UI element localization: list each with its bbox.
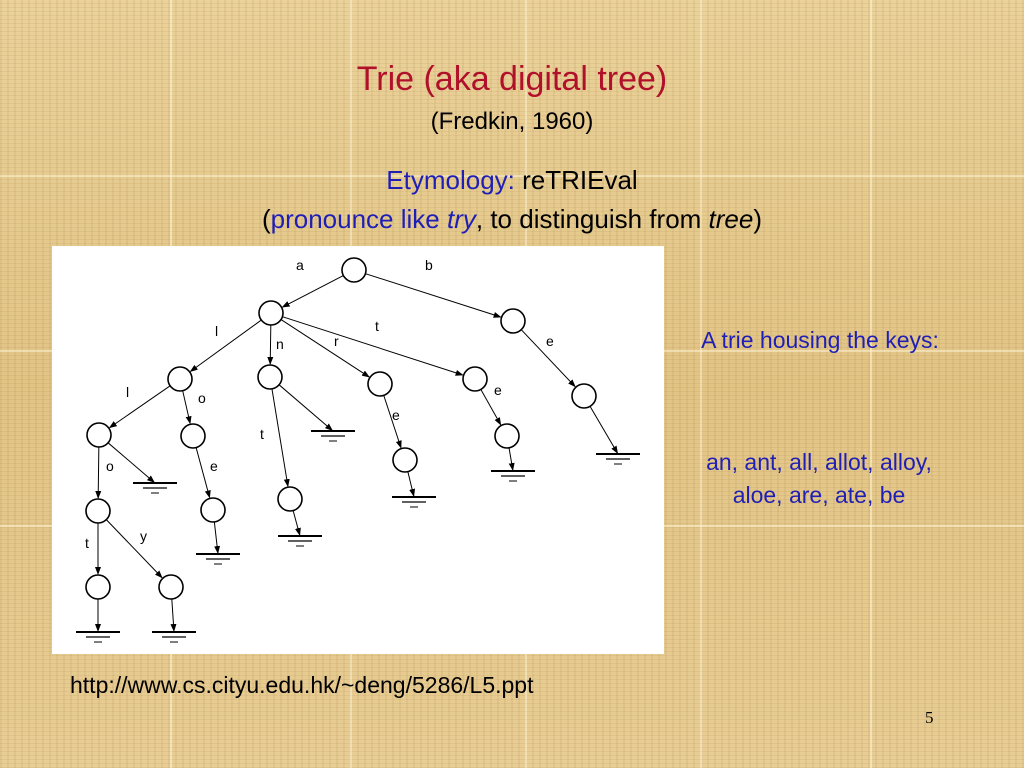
pronounce-open: ( bbox=[261, 204, 271, 234]
background-stripe bbox=[870, 0, 872, 768]
edge-label-n: n bbox=[276, 336, 284, 352]
trie-edge bbox=[365, 273, 502, 318]
trie-node bbox=[277, 486, 303, 512]
trie-edge bbox=[281, 275, 344, 308]
pronounce-middle: , to distinguish from bbox=[475, 204, 702, 234]
trie-edge bbox=[383, 395, 402, 449]
edge-label-o: o bbox=[198, 390, 206, 406]
trie-edges bbox=[95, 273, 618, 633]
trie-node bbox=[258, 300, 284, 326]
trie-svg: a b l n r t e l o t e e o e t y bbox=[76, 257, 640, 643]
trie-edge-labels: a b l n r t e l o t e e o e t y bbox=[85, 257, 554, 551]
trie-edge-to-terminator bbox=[213, 521, 221, 555]
trie-node bbox=[341, 257, 367, 283]
trie-caption: A trie housing the keys: bbox=[701, 327, 939, 353]
trie-edge bbox=[282, 316, 464, 376]
etymology-word: reTRIEval bbox=[522, 165, 638, 195]
trie-edge bbox=[195, 447, 211, 499]
trie-edge bbox=[189, 319, 262, 372]
edge-label-l: l bbox=[215, 323, 218, 339]
trie-edge bbox=[520, 329, 576, 388]
trie-edge-to-terminator bbox=[170, 598, 177, 633]
trie-edge-to-terminator bbox=[407, 471, 416, 498]
edge-label-t: t bbox=[375, 318, 379, 334]
trie-edge bbox=[182, 390, 192, 425]
trie-edge-to-terminator bbox=[292, 510, 301, 537]
edge-label-a: a bbox=[296, 257, 304, 273]
pronounce-tree: tree bbox=[708, 204, 754, 234]
trie-nodes bbox=[85, 257, 597, 600]
background-stripe bbox=[700, 0, 702, 768]
trie-node bbox=[158, 574, 184, 600]
pronounce-try: try bbox=[446, 204, 476, 234]
trie-node bbox=[85, 498, 111, 524]
trie-node bbox=[500, 308, 526, 334]
trie-node bbox=[85, 574, 111, 600]
edge-label-y: y bbox=[140, 528, 147, 544]
edge-label-e: e bbox=[392, 407, 400, 423]
edge-label-t: t bbox=[260, 426, 264, 442]
etymology-label: Etymology: bbox=[386, 165, 515, 195]
trie-edge bbox=[267, 324, 274, 366]
trie-edge bbox=[480, 389, 502, 426]
trie-node bbox=[257, 364, 283, 390]
slide-subtitle: (Fredkin, 1960) bbox=[430, 108, 594, 135]
trie-edge-to-terminator bbox=[508, 447, 515, 471]
pronounce-label: pronounce like bbox=[270, 204, 440, 234]
background-stripe bbox=[0, 175, 1024, 177]
trie-edge bbox=[105, 519, 163, 579]
trie-node bbox=[200, 497, 226, 523]
edge-label-e: e bbox=[546, 333, 554, 349]
trie-node bbox=[180, 423, 206, 449]
pronounce-line: (pronounce like try, to distinguish from… bbox=[0, 204, 1024, 235]
edge-label-e: e bbox=[210, 458, 218, 474]
trie-node bbox=[392, 447, 418, 473]
trie-diagram: a b l n r t e l o t e e o e t y bbox=[52, 246, 664, 654]
trie-keys: an, ant, all, allot, alloy, aloe, are, a… bbox=[706, 449, 932, 508]
slide-title: Trie (aka digital tree) bbox=[356, 60, 668, 98]
trie-edge-to-terminator bbox=[278, 384, 334, 432]
trie-node bbox=[167, 366, 193, 392]
edge-label-r: r bbox=[334, 333, 339, 349]
pronounce-close: ) bbox=[753, 204, 763, 234]
edge-label-o: o bbox=[106, 458, 114, 474]
trie-terminators bbox=[76, 430, 640, 643]
edge-label-e: e bbox=[494, 382, 502, 398]
trie-edge bbox=[271, 388, 290, 488]
trie-edge-to-terminator bbox=[107, 442, 156, 484]
trie-node bbox=[571, 383, 597, 409]
trie-node bbox=[367, 371, 393, 397]
trie-edge bbox=[95, 446, 102, 500]
etymology-line: Etymology: reTRIEval bbox=[0, 165, 1024, 196]
trie-node bbox=[462, 366, 488, 392]
trie-edge bbox=[280, 319, 370, 378]
trie-node bbox=[86, 422, 112, 448]
page-number: 5 bbox=[925, 708, 934, 727]
trie-edge-to-terminator bbox=[589, 406, 618, 454]
edge-label-t: t bbox=[85, 535, 89, 551]
trie-edge bbox=[108, 385, 171, 429]
edge-label-b: b bbox=[425, 257, 433, 273]
edge-label-l: l bbox=[126, 384, 129, 400]
trie-node bbox=[494, 423, 520, 449]
source-link[interactable]: http://www.cs.cityu.edu.hk/~deng/5286/L5… bbox=[70, 672, 534, 698]
